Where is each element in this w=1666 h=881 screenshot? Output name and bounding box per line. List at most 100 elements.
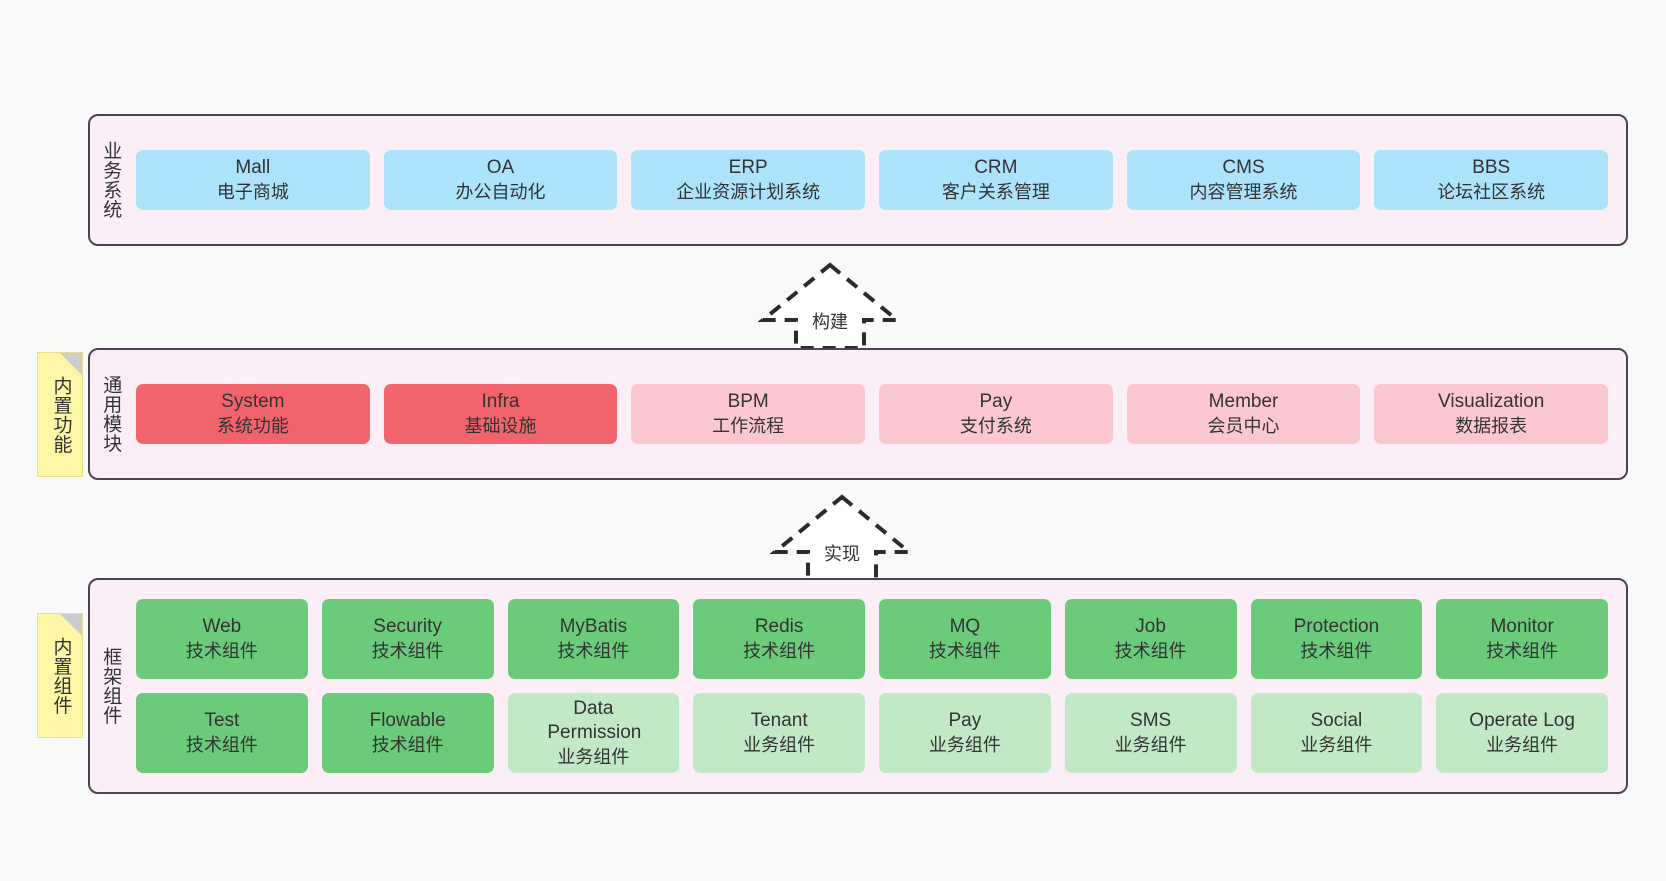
module-card-subtitle: 业务组件: [557, 746, 630, 767]
module-card-title: Operate Log: [1469, 710, 1575, 732]
module-card-erp[interactable]: ERP 企业资源计划系统: [631, 150, 866, 210]
module-card-title: MyBatis: [559, 616, 628, 638]
arrow-implement-shape: [769, 494, 915, 582]
module-card-title: Mall: [235, 157, 271, 179]
arrow-build-shape: [757, 262, 903, 350]
module-card-title: MQ: [949, 616, 981, 638]
module-card-title: Tenant: [750, 710, 808, 732]
module-card-pay[interactable]: Pay 支付系统: [879, 384, 1113, 444]
module-card-subtitle: 支付系统: [959, 415, 1032, 436]
module-card-title: Flowable: [369, 710, 446, 732]
module-card-system[interactable]: System 系统功能: [136, 384, 370, 444]
module-card-title: Data Permission: [547, 698, 642, 744]
module-card-subtitle: 业务组件: [1300, 734, 1373, 755]
module-card-subtitle: 业务组件: [1114, 734, 1187, 755]
module-card-title: Pay: [948, 710, 982, 732]
layer-common-modules: 通用模块 System 系统功能 Infra 基础设施 BPM 工作流程 Pay…: [88, 348, 1628, 480]
module-card-title: Job: [1135, 616, 1166, 638]
module-card-subtitle: 企业资源计划系统: [676, 181, 821, 202]
layer-framework-components-body: Web 技术组件 Security 技术组件 MyBatis 技术组件 Redi…: [130, 580, 1626, 792]
module-card-subtitle: 内容管理系统: [1189, 181, 1298, 202]
module-card-protection[interactable]: Protection 技术组件: [1250, 599, 1423, 679]
module-card-sms[interactable]: SMS 业务组件: [1064, 693, 1237, 773]
module-card-pay-business[interactable]: Pay 业务组件: [879, 693, 1051, 773]
module-card-bbs[interactable]: BBS 论坛社区系统: [1374, 150, 1609, 210]
module-card-title: Security: [373, 616, 442, 638]
framework-tech-row: Web 技术组件 Security 技术组件 MyBatis 技术组件 Redi…: [136, 599, 1608, 679]
note-builtin-components: 内置组件: [37, 613, 83, 738]
module-card-subtitle: 技术组件: [928, 640, 1001, 661]
module-card-test[interactable]: Test 技术组件: [136, 693, 308, 773]
module-card-security[interactable]: Security 技术组件: [321, 599, 494, 679]
module-card-subtitle: 业务组件: [1486, 734, 1559, 755]
module-card-title: SMS: [1130, 710, 1172, 732]
module-card-title: CRM: [974, 157, 1018, 179]
module-card-title: Infra: [481, 391, 520, 413]
module-card-social[interactable]: Social 业务组件: [1250, 693, 1423, 773]
module-card-title: Member: [1208, 391, 1279, 413]
module-card-title: BPM: [727, 391, 769, 413]
module-card-subtitle: 客户关系管理: [941, 181, 1050, 202]
layer-framework-components-title: 框架组件: [100, 647, 122, 725]
module-card-subtitle: 技术组件: [743, 640, 816, 661]
note-builtin-functions-label: 内置功能: [50, 375, 72, 454]
module-card-title: BBS: [1472, 157, 1511, 179]
module-card-redis[interactable]: Redis 技术组件: [693, 599, 865, 679]
module-card-subtitle: 技术组件: [1486, 640, 1559, 661]
module-card-title: System: [221, 391, 285, 413]
module-card-mall[interactable]: Mall 电子商城: [136, 150, 370, 210]
module-card-title: Protection: [1293, 616, 1380, 638]
note-fold-corner-icon: [60, 614, 82, 636]
note-fold-corner-icon: [60, 353, 82, 375]
module-card-title: Monitor: [1490, 616, 1554, 638]
arrow-implement: 实现: [769, 494, 915, 582]
module-card-visualization[interactable]: Visualization 数据报表: [1374, 384, 1609, 444]
module-card-subtitle: 技术组件: [371, 640, 444, 661]
module-card-subtitle: 数据报表: [1455, 415, 1528, 436]
module-card-bpm[interactable]: BPM 工作流程: [631, 384, 866, 444]
module-card-title: OA: [486, 157, 515, 179]
business-systems-row: Mall 电子商城 OA 办公自动化 ERP 企业资源计划系统 CRM 客户关系…: [136, 150, 1609, 210]
module-card-subtitle: 业务组件: [928, 734, 1001, 755]
module-card-subtitle: 技术组件: [185, 640, 258, 661]
module-card-monitor[interactable]: Monitor 技术组件: [1436, 599, 1608, 679]
module-card-subtitle: 技术组件: [371, 734, 444, 755]
module-card-title: Pay: [979, 391, 1013, 413]
module-card-crm[interactable]: CRM 客户关系管理: [879, 150, 1113, 210]
module-card-subtitle: 基础设施: [464, 415, 537, 436]
layer-business-systems: 业务系统 Mall 电子商城 OA 办公自动化 ERP 企业资源计划系统 CRM…: [88, 114, 1628, 246]
module-card-mq[interactable]: MQ 技术组件: [879, 599, 1051, 679]
module-card-subtitle: 工作流程: [712, 415, 785, 436]
module-card-subtitle: 技术组件: [185, 734, 258, 755]
layer-business-systems-body: Mall 电子商城 OA 办公自动化 ERP 企业资源计划系统 CRM 客户关系…: [130, 116, 1626, 244]
common-modules-row: System 系统功能 Infra 基础设施 BPM 工作流程 Pay 支付系统…: [136, 384, 1609, 444]
module-card-title: ERP: [728, 157, 768, 179]
module-card-job[interactable]: Job 技术组件: [1064, 599, 1237, 679]
module-card-subtitle: 技术组件: [557, 640, 630, 661]
module-card-flowable[interactable]: Flowable 技术组件: [321, 693, 494, 773]
module-card-subtitle: 技术组件: [1114, 640, 1187, 661]
module-card-infra[interactable]: Infra 基础设施: [383, 384, 618, 444]
module-card-cms[interactable]: CMS 内容管理系统: [1126, 150, 1361, 210]
layer-common-modules-body: System 系统功能 Infra 基础设施 BPM 工作流程 Pay 支付系统…: [130, 350, 1626, 478]
module-card-member[interactable]: Member 会员中心: [1126, 384, 1361, 444]
module-card-title: Test: [204, 710, 240, 732]
module-card-title: CMS: [1222, 157, 1265, 179]
module-card-subtitle: 电子商城: [216, 181, 289, 202]
module-card-mybatis[interactable]: MyBatis 技术组件: [507, 599, 680, 679]
module-card-data-permission[interactable]: Data Permission 业务组件: [507, 693, 680, 773]
module-card-subtitle: 论坛社区系统: [1437, 181, 1546, 202]
module-card-subtitle: 办公自动化: [455, 181, 546, 202]
module-card-oa[interactable]: OA 办公自动化: [383, 150, 618, 210]
module-card-title: Web: [202, 616, 242, 638]
module-card-web[interactable]: Web 技术组件: [136, 599, 308, 679]
layer-common-modules-title: 通用模块: [100, 375, 122, 453]
module-card-operate-log[interactable]: Operate Log 业务组件: [1436, 693, 1608, 773]
module-card-subtitle: 会员中心: [1207, 415, 1280, 436]
module-card-tenant[interactable]: Tenant 业务组件: [693, 693, 865, 773]
module-card-subtitle: 系统功能: [216, 415, 289, 436]
module-card-subtitle: 业务组件: [743, 734, 816, 755]
layer-framework-components: 框架组件 Web 技术组件 Security 技术组件 MyBatis 技术组件…: [88, 578, 1628, 794]
module-card-title: Social: [1310, 710, 1363, 732]
